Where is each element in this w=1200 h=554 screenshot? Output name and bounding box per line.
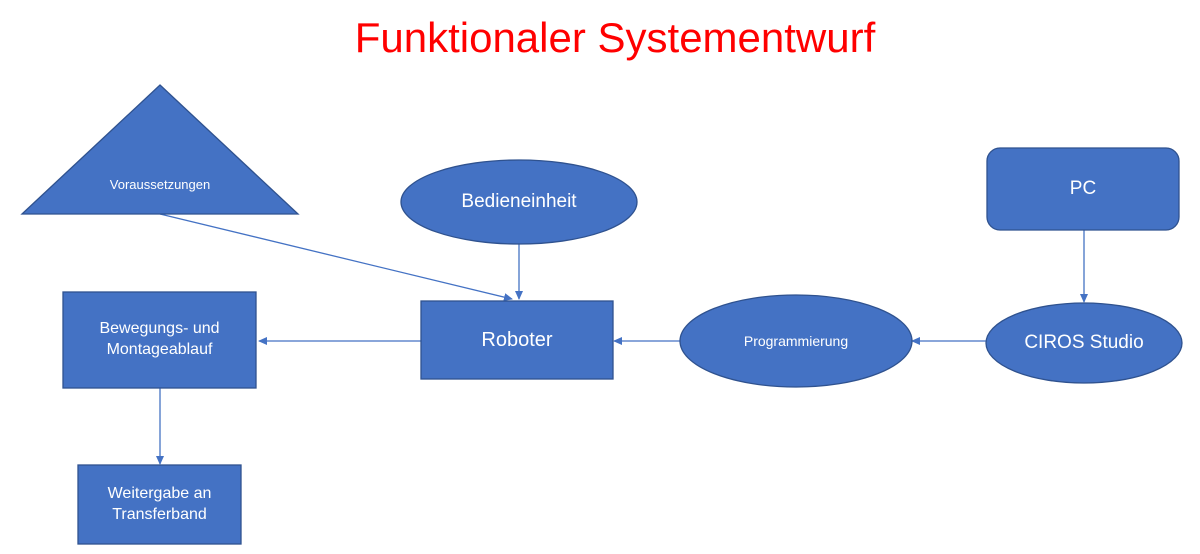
- voraussetzungen-shape: [20, 84, 300, 215]
- edge-voraussetzungen-roboter: [159, 213, 513, 302]
- roboter-shape: [420, 300, 614, 380]
- node-roboter-label: Roboter: [481, 329, 553, 351]
- node-roboter: Roboter: [421, 301, 613, 379]
- node-weitergabe-label: Weitergabe an Transferband: [107, 484, 212, 523]
- diagram-title: Funktionaler Systementwurf: [354, 14, 876, 61]
- bedieneinheit-shape: [400, 159, 638, 245]
- node-pc-label: PC: [1069, 177, 1097, 199]
- weitergabe-shape: [77, 464, 242, 545]
- node-bewegungsablauf: Bewegungs- und Montageablauf: [63, 292, 256, 388]
- pc-shape: [986, 147, 1180, 231]
- node-programmierung: Programmierung: [680, 295, 912, 387]
- bewegungsablauf-shape: [62, 291, 257, 389]
- node-bedieneinheit-label: Bedieneinheit: [461, 190, 577, 212]
- programmierung-shape: [679, 294, 913, 388]
- node-programmierung-label: Programmierung: [743, 332, 849, 349]
- node-voraussetzungen-label: Voraussetzungen: [109, 176, 211, 192]
- node-ciros-studio: CIROS Studio: [1016, 303, 1152, 383]
- node-voraussetzungen: Voraussetzungen: [60, 168, 260, 202]
- node-bewegungsablauf-label: Bewegungs- und Montageablauf: [99, 320, 220, 358]
- node-ciros-studio-label: CIROS Studio: [1024, 331, 1144, 353]
- node-weitergabe: Weitergabe an Transferband: [78, 465, 241, 544]
- ciros-studio-shape: [985, 302, 1183, 384]
- node-pc: PC: [987, 148, 1179, 230]
- node-bedieneinheit: Bedieneinheit: [401, 160, 637, 244]
